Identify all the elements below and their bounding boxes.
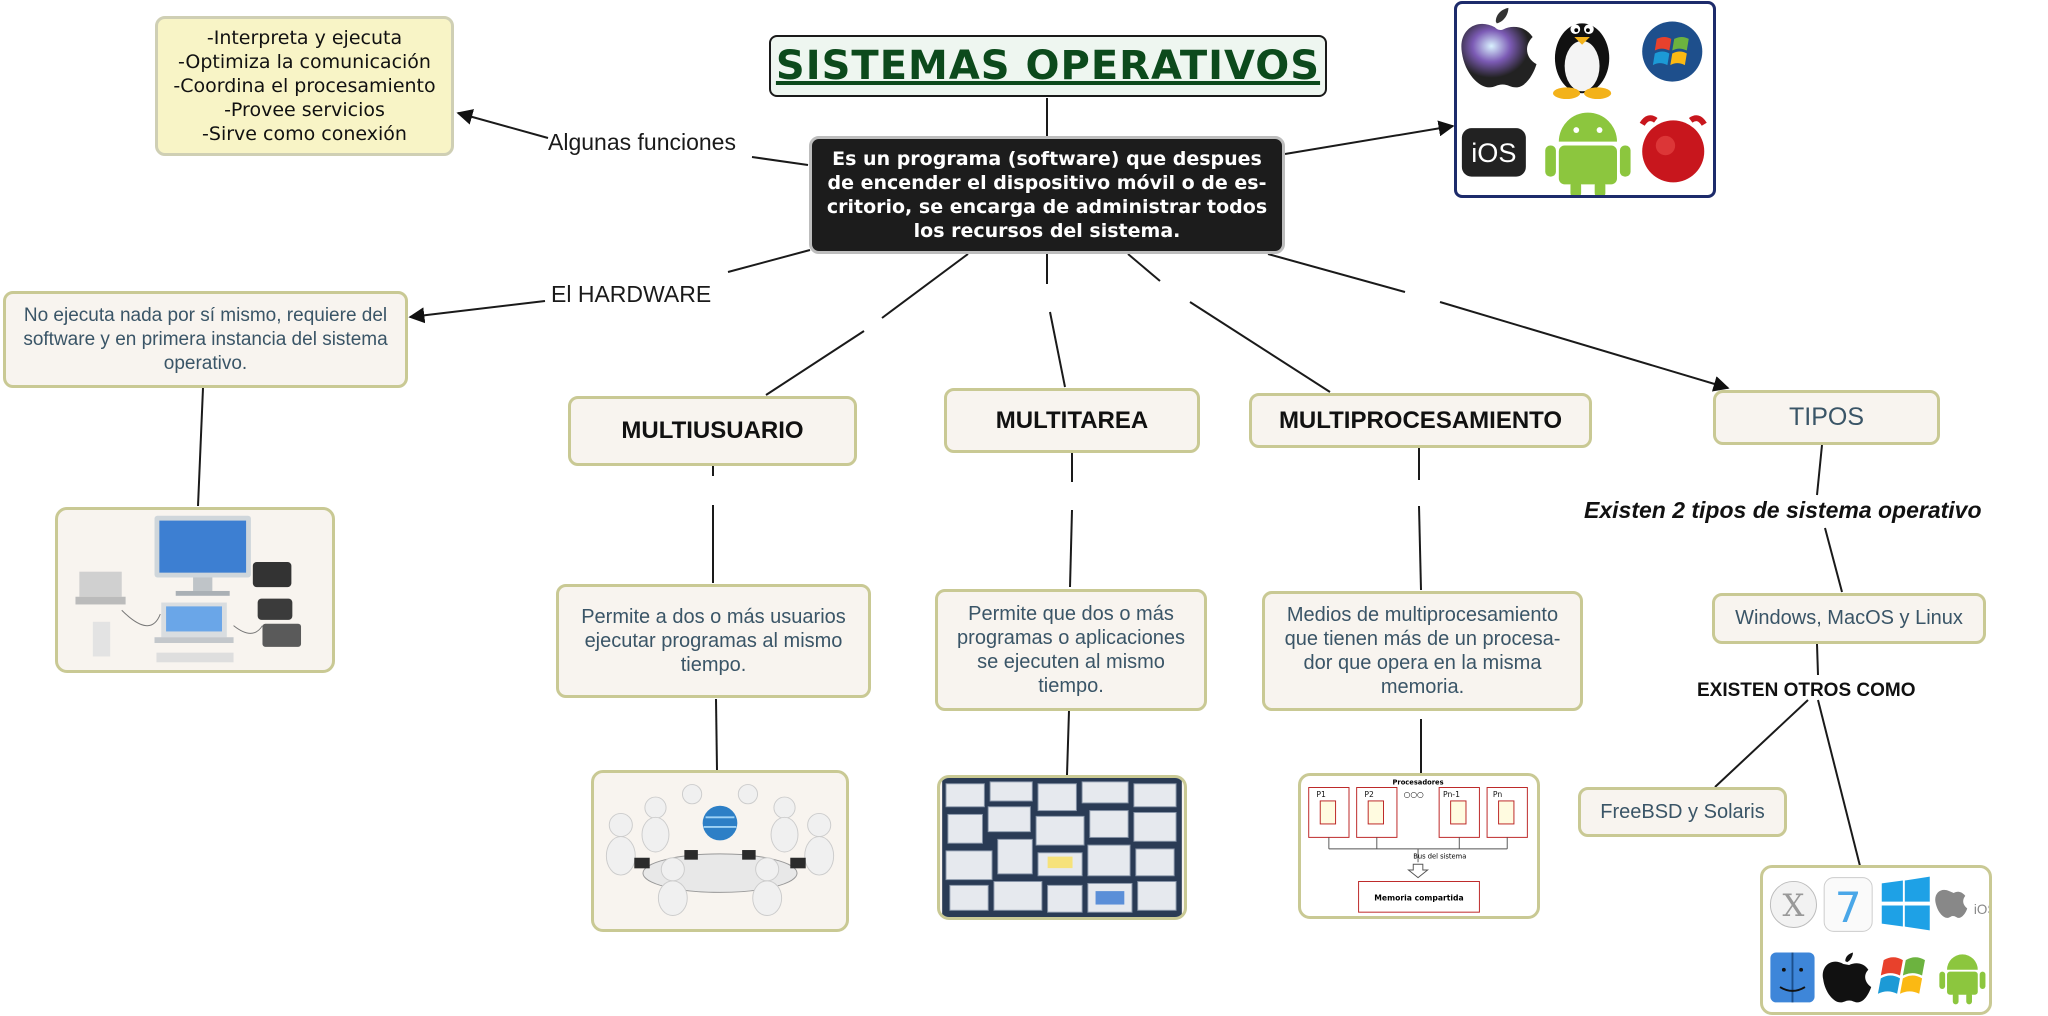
dots-label: ○○○ xyxy=(1404,790,1424,799)
definition-box: Es un programa (software) que despues de… xyxy=(809,136,1285,254)
hardware-box: No ejecuta nada por sí mismo, requiere d… xyxy=(3,291,408,388)
pn-label: Pn xyxy=(1493,790,1502,799)
others-box: FreeBSD y Solaris xyxy=(1578,787,1787,837)
others-label: EXISTEN OTROS COMO xyxy=(1697,680,1916,701)
windows8-logo-icon xyxy=(1881,876,1930,931)
svg-text:iOS: iOS xyxy=(1974,902,1989,917)
hardware-image xyxy=(55,507,335,673)
title-box: SISTEMAS OPERATIVOS xyxy=(769,35,1327,97)
apple-logo-icon xyxy=(1461,7,1537,88)
multiusuario-image xyxy=(591,770,849,932)
multiprocesamiento-node: MULTIPROCESAMIENTO xyxy=(1249,393,1592,448)
multiusuario-desc: Permite a dos o más usuarios ejecutar pr… xyxy=(581,606,846,676)
tipos-subtitle: Existen 2 tipos de sistema operativo xyxy=(1584,497,1982,523)
pn1-label: Pn-1 xyxy=(1443,790,1460,799)
functions-label: Algunas funciones xyxy=(548,129,736,155)
windows-logo-icon xyxy=(1642,21,1703,82)
multiprocesamiento-desc: Medios de multiprocesamiento que tienen … xyxy=(1284,604,1561,698)
multitarea-image xyxy=(937,775,1187,920)
apple-ios-logo-icon: iOS xyxy=(1935,889,1989,918)
multiprocesamiento-image: Procesadores P1 P2 ○○○ Pn-1 Pn Bus del s… xyxy=(1298,773,1540,919)
ios7-logo-icon: 7 xyxy=(1823,877,1873,932)
function-item: -Sirve como conexión xyxy=(202,123,407,145)
apple-black-logo-icon xyxy=(1822,952,1872,1003)
os-logos-bottom: X 7 iOS xyxy=(1760,865,1992,1015)
processor-units xyxy=(1308,787,1528,838)
page-title: SISTEMAS OPERATIVOS xyxy=(775,43,1321,89)
os-logos-top: iOS xyxy=(1454,1,1716,198)
p1-label: P1 xyxy=(1316,790,1326,799)
svg-text:iOS: iOS xyxy=(1471,137,1516,168)
tipos-title: TIPOS xyxy=(1788,403,1864,431)
others-text: FreeBSD y Solaris xyxy=(1600,800,1765,823)
tipos-node: TIPOS xyxy=(1713,390,1940,445)
function-item: -Coordina el procesamiento xyxy=(173,75,436,97)
function-item: -Provee servicios xyxy=(224,99,385,121)
linux-penguin-icon xyxy=(1553,23,1612,100)
definition-text: Es un programa (software) que despues de… xyxy=(826,148,1268,242)
tipos-main-box: Windows, MacOS y Linux xyxy=(1712,593,1986,644)
multitarea-node: MULTITAREA xyxy=(944,388,1200,453)
osx-logo-icon: X xyxy=(1769,880,1817,928)
multitarea-desc: Permite que dos o más programas o aplica… xyxy=(957,603,1185,697)
multiusuario-title: MULTIUSUARIO xyxy=(621,417,804,444)
processors-caption: Procesadores xyxy=(1392,779,1443,787)
bus-label: Bus del sistema xyxy=(1413,852,1466,860)
multiusuario-node: MULTIUSUARIO xyxy=(568,396,857,466)
hardware-label: El HARDWARE xyxy=(551,281,712,307)
function-item: -Optimiza la comunicación xyxy=(178,51,431,73)
multiusuario-desc-box: Permite a dos o más usuarios ejecutar pr… xyxy=(556,584,871,698)
functions-box: -Interpreta y ejecuta -Optimiza la comun… xyxy=(155,16,454,156)
p2-label: P2 xyxy=(1364,790,1374,799)
tipos-main-text: Windows, MacOS y Linux xyxy=(1735,607,1963,629)
hardware-text: No ejecuta nada por sí mismo, requiere d… xyxy=(23,304,388,374)
freebsd-logo-icon xyxy=(1639,115,1707,183)
windows-xp-logo-icon xyxy=(1877,957,1925,994)
function-item: -Interpreta y ejecuta xyxy=(206,27,403,49)
ios-logo-icon: iOS xyxy=(1461,128,1526,177)
svg-text:7: 7 xyxy=(1835,883,1862,932)
memory-label: Memoria compartida xyxy=(1374,894,1463,903)
multiprocesamiento-desc-box: Medios de multiprocesamiento que tienen … xyxy=(1262,591,1583,711)
multitarea-title: MULTITAREA xyxy=(995,406,1149,434)
multiprocesamiento-title: MULTIPROCESAMIENTO xyxy=(1278,406,1563,434)
multitarea-desc-box: Permite que dos o más programas o aplica… xyxy=(935,589,1207,711)
finder-logo-icon xyxy=(1770,952,1815,1003)
android-logo-icon xyxy=(1545,112,1631,198)
android-small-logo-icon xyxy=(1939,954,1986,1005)
svg-text:X: X xyxy=(1783,888,1805,924)
